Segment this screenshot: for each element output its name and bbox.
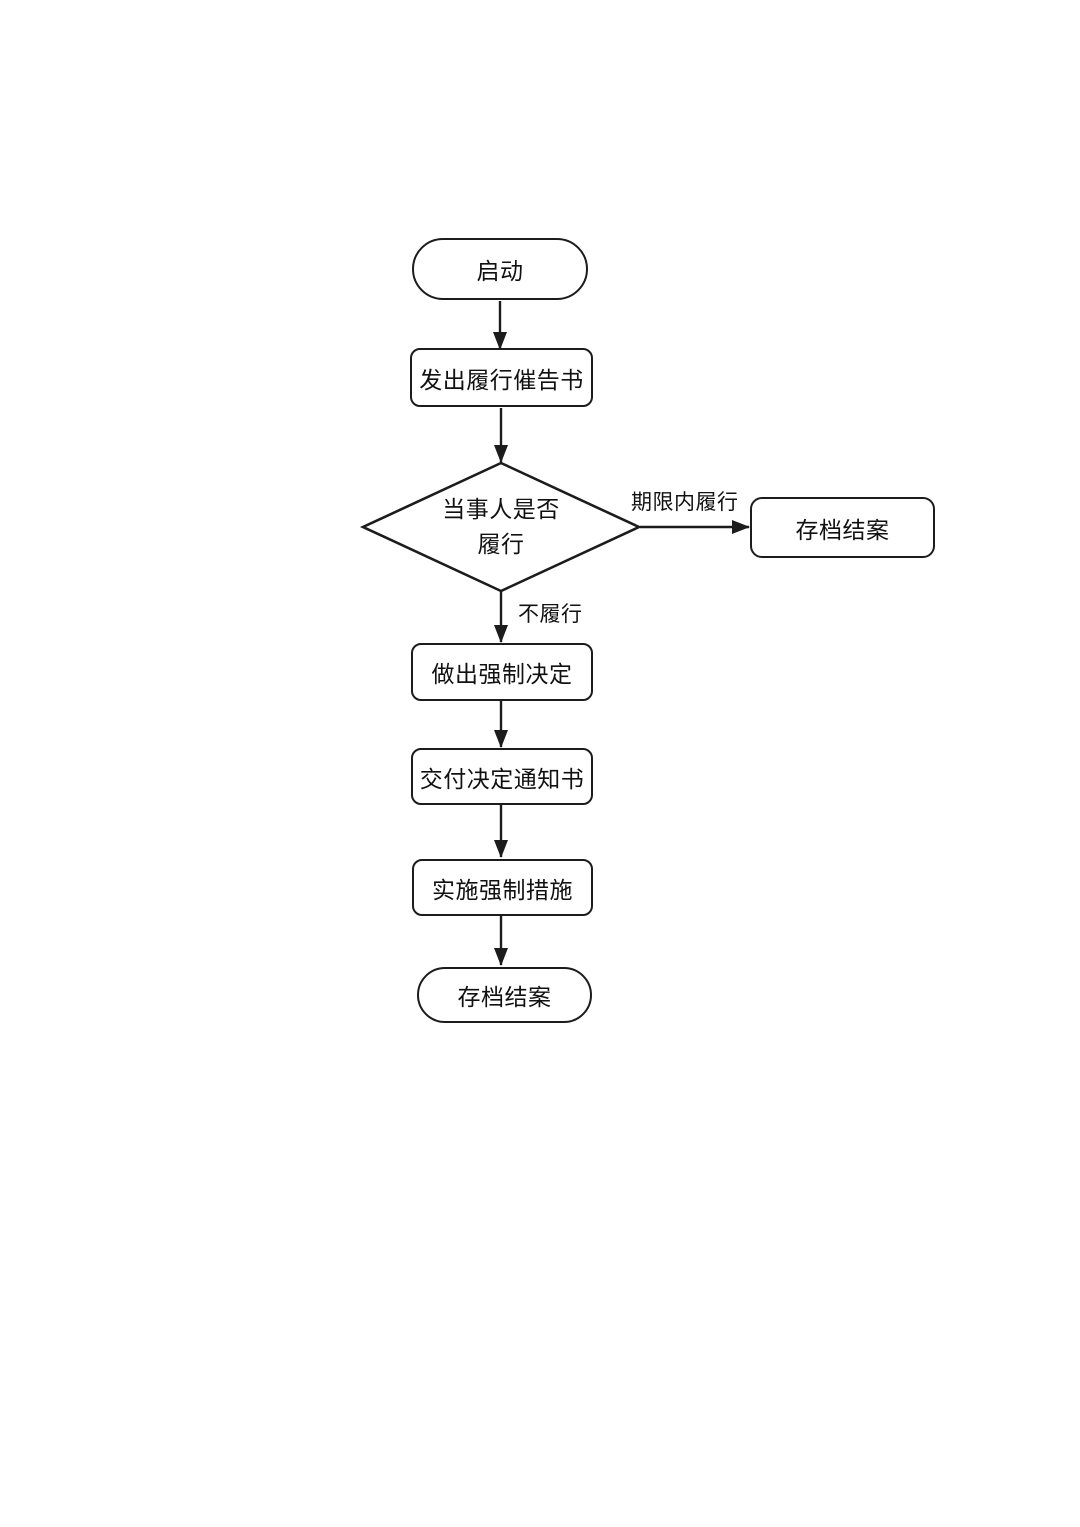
node-issue-performance-notice-label: 发出履行催告书 [419,367,584,393]
node-archive-case-end: 存档结案 [417,967,592,1023]
node-implement-compulsory-measures: 实施强制措施 [412,859,593,916]
node-deliver-decision-notice-label: 交付决定通知书 [419,766,585,792]
node-make-compulsory-decision: 做出强制决定 [411,643,593,701]
node-issue-performance-notice: 发出履行催告书 [410,348,593,407]
decision-label-line-2: 履行 [477,532,525,557]
node-implement-compulsory-measures-label: 实施强制措施 [432,877,573,903]
node-make-compulsory-decision-label: 做出强制决定 [431,662,573,687]
edge-label-not-perform: 不履行 [518,602,583,626]
node-archive-case-side: 存档结案 [750,497,935,558]
node-start-label: 启动 [476,259,524,284]
edge-label-within-deadline: 期限内履行 [631,490,739,514]
node-archive-case-end-label: 存档结案 [457,985,552,1010]
node-party-performs-decision: 当事人是否 履行 [391,490,611,564]
node-deliver-decision-notice: 交付决定通知书 [411,748,593,805]
decision-label-line-1: 当事人是否 [442,497,560,522]
node-archive-case-side-label: 存档结案 [795,517,890,543]
node-start: 启动 [412,238,588,300]
